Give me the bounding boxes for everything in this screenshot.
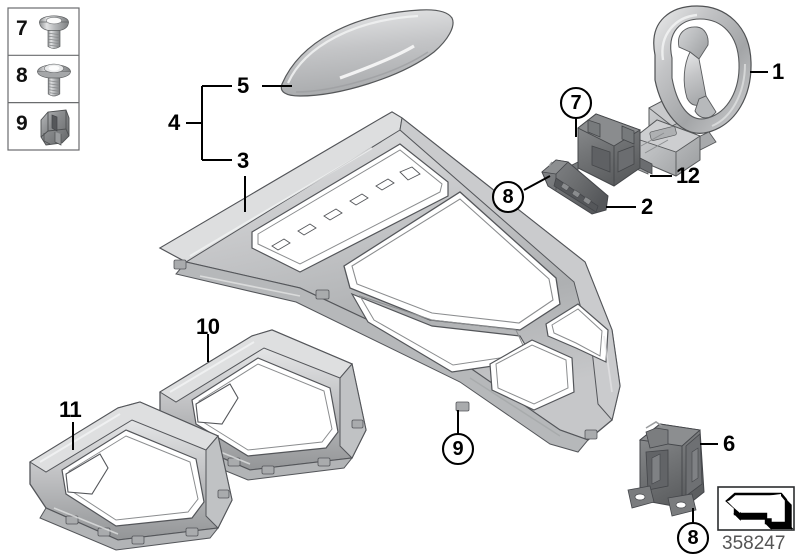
legend-box — [7, 7, 80, 151]
callout-12: 12 — [676, 163, 700, 188]
part-11-gearshift-surround-frame — [29, 401, 233, 551]
leader-lines — [72, 71, 768, 524]
callout-circle-8-upper: 8 — [502, 186, 514, 208]
callout-6: 6 — [723, 431, 735, 456]
part-7-mount-bracket — [565, 113, 653, 187]
footer-arrow-icon-box — [717, 486, 795, 531]
callout-3: 3 — [237, 148, 249, 173]
callout-2: 2 — [641, 194, 653, 219]
callout-5: 5 — [237, 73, 249, 98]
part-6-mounting-bracket — [627, 421, 705, 517]
part-3-center-console-trim — [158, 111, 621, 453]
part-2-switch-panel — [541, 159, 609, 215]
callout-11: 11 — [59, 397, 82, 422]
drawing-number: 358247 — [722, 533, 786, 554]
part-1-gear-selector-ring — [648, 5, 752, 151]
callout-circle-8-lower: 8 — [687, 527, 699, 549]
legend-number-8: 8 — [16, 64, 28, 87]
callout-4: 4 — [168, 110, 180, 135]
callout-circle-9: 9 — [452, 438, 464, 460]
callout-10: 10 — [196, 314, 220, 339]
callout-circle-7: 7 — [570, 92, 582, 114]
legend-icon-spring-clip — [40, 109, 70, 146]
callout-1: 1 — [772, 59, 784, 84]
callout-circles — [441, 86, 710, 555]
part-5-trim-strip — [280, 9, 454, 97]
legend-number-7: 7 — [16, 17, 28, 40]
legend-number-9: 9 — [16, 112, 28, 135]
legend-icon-flange-head-screw — [37, 63, 71, 97]
legend-icon-pan-head-screw — [39, 15, 69, 49]
